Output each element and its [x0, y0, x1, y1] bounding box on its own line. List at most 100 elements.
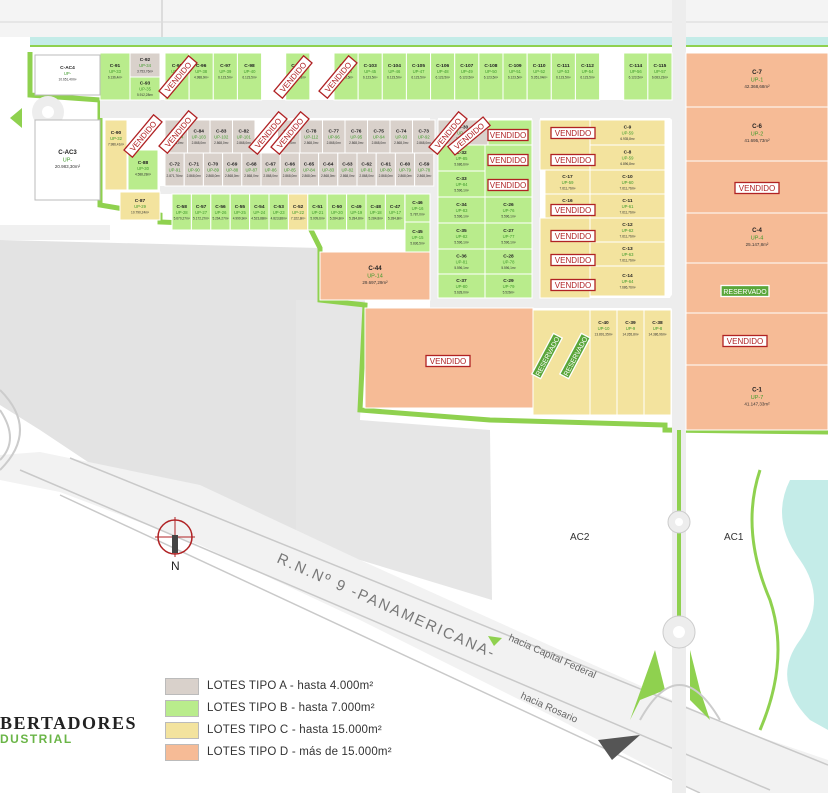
lot-id: C-17: [562, 174, 573, 180]
lot-c-8[interactable]: C-8UP-596.896,8m²: [589, 144, 666, 171]
lot-up: UP-35: [139, 87, 152, 92]
lot-area-text: 5.670,27m²: [174, 216, 190, 220]
rosario-arrow-icon: [598, 735, 640, 760]
stamp-box: [158, 54, 198, 100]
lot-up: UP-50: [485, 69, 498, 74]
lot-c-9[interactable]: C-9UP-596.935,8m²: [589, 119, 666, 146]
lot-up: UP-7: [751, 395, 764, 401]
lot-id: C-75: [374, 129, 385, 135]
lot-area-text: 5.596,1m²: [501, 214, 515, 218]
lot-id: C-74: [396, 129, 407, 135]
lot-up: UP-26: [215, 210, 228, 215]
lot-c-4[interactable]: C-4UP-425.147,8m²: [685, 212, 828, 264]
lot-fill: [104, 119, 128, 191]
lot-up: UP-82: [456, 234, 469, 239]
stamp-box: [273, 54, 313, 100]
lot-c-6[interactable]: C-6UP-241.695,73m²: [685, 106, 828, 162]
lot-area-text: 5.787,0m²: [410, 212, 424, 216]
lot-area-text: 5.628,0m²: [454, 290, 468, 294]
lot-c-7[interactable]: C-7UP-142.368,68m²: [685, 52, 828, 108]
lot-c-1[interactable]: C-1UP-741.147,33m²: [685, 364, 828, 431]
lot-fill: [589, 241, 666, 267]
lot-up: UP-77: [503, 234, 516, 239]
